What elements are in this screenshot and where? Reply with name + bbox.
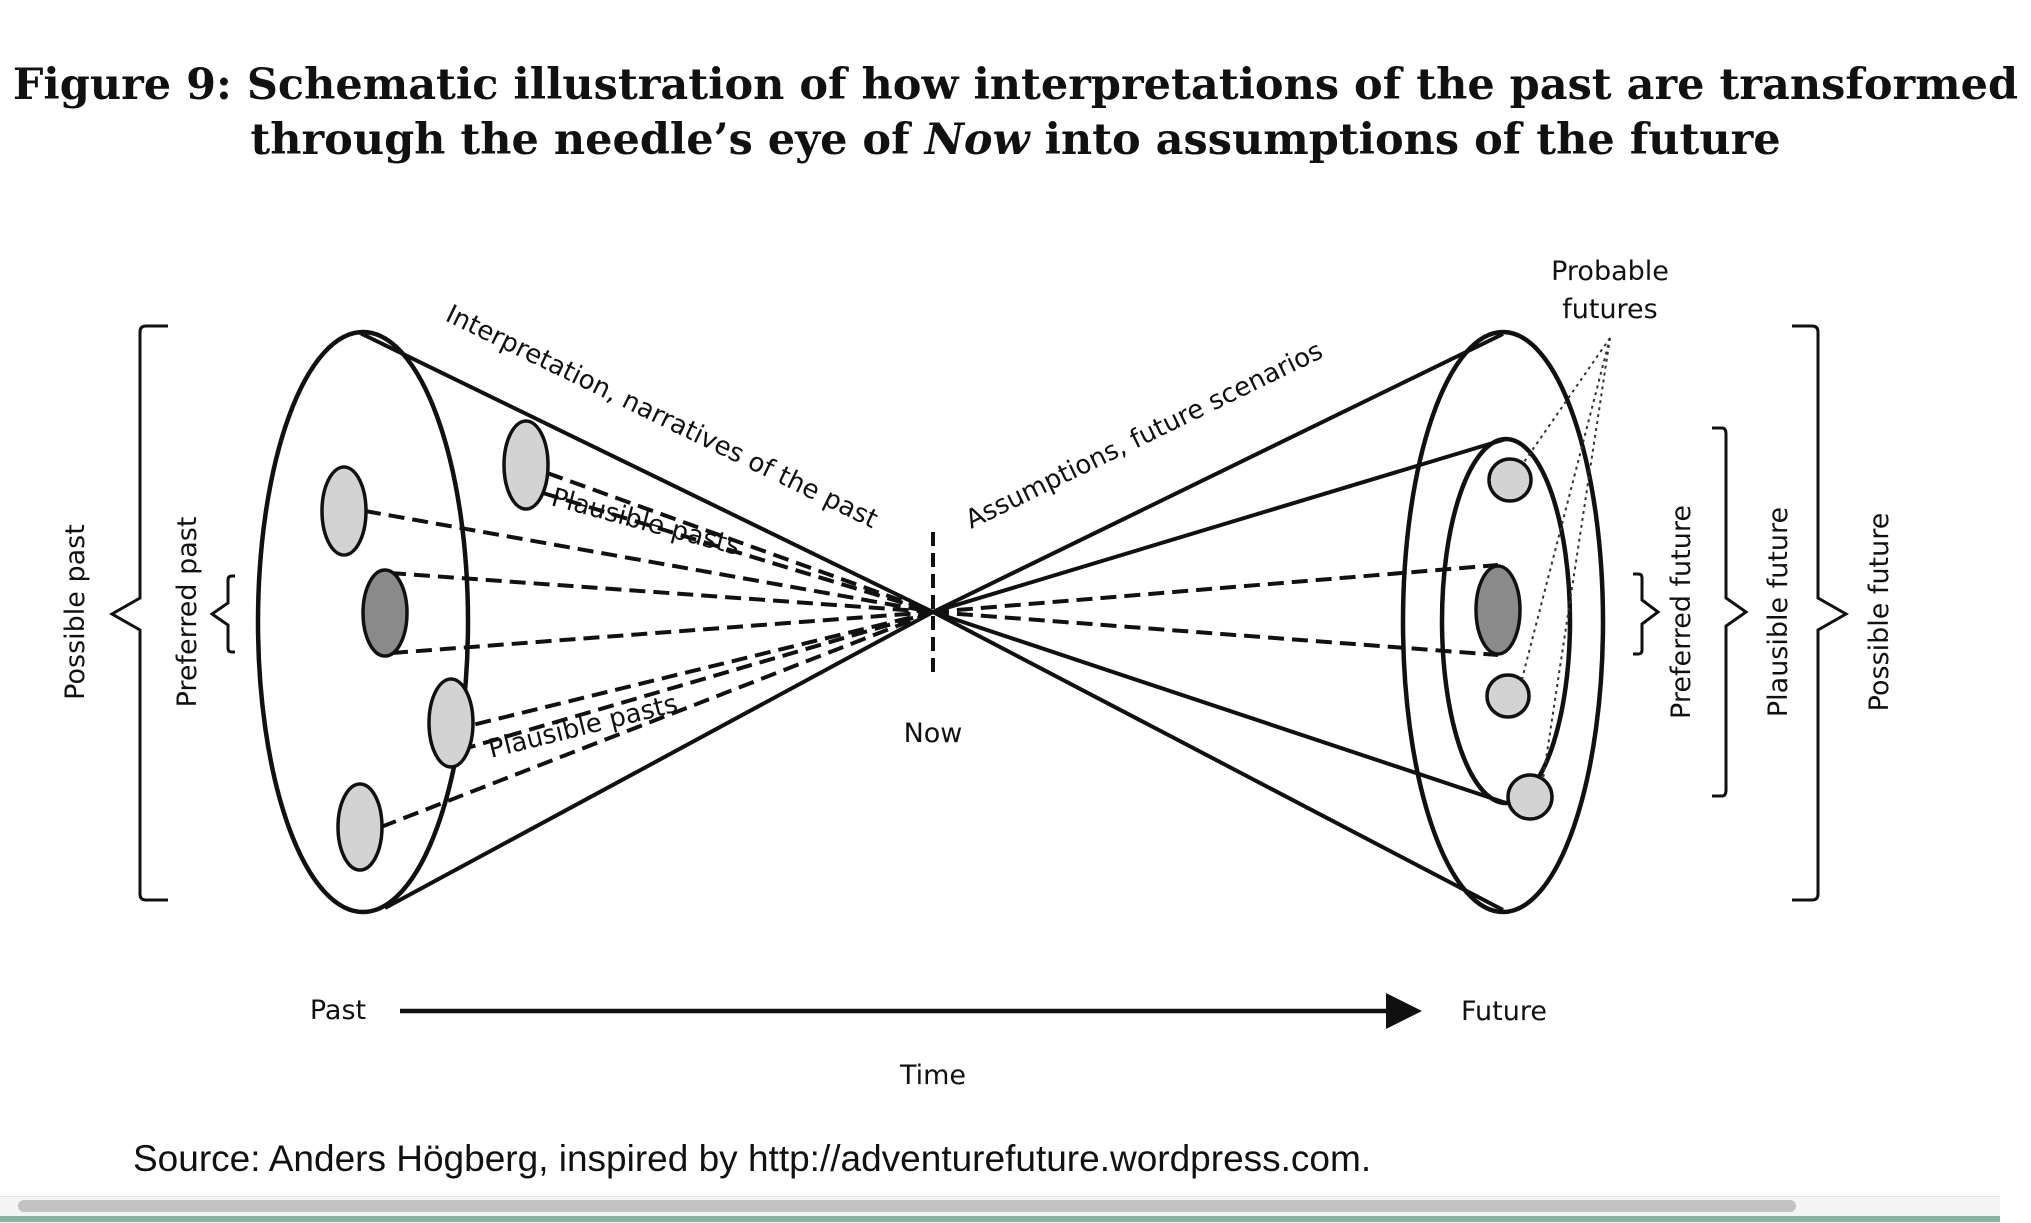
- past-ellipses: [320, 419, 550, 872]
- label-plausible-pasts-lower: Plausible pasts: [485, 689, 680, 765]
- preferred-past-bracket: [209, 574, 235, 654]
- label-plausible-pasts-upper: Plausible pasts: [548, 483, 743, 562]
- past-cone-top-edge: [359, 331, 934, 614]
- plausible-future-bracket: [1712, 426, 1749, 798]
- title-line-2: through the needle’s eye of Now into ass…: [0, 113, 2031, 168]
- past-rays: [364, 463, 934, 829]
- past-cone-base: [255, 329, 471, 915]
- preferred-future-bracket: [1633, 572, 1661, 656]
- label-possible-past: Possible past: [60, 524, 91, 700]
- probable-futures-pointers: [1521, 337, 1611, 780]
- future-probable-middle: [1485, 673, 1531, 719]
- past-ellipse-preferred: [361, 568, 409, 658]
- figure-title: Figure 9: Schematic illustration of how …: [0, 58, 2031, 168]
- future-cone-top-edge: [932, 332, 1504, 614]
- past-ellipse-upper-outer: [320, 465, 368, 557]
- past-cone-bottom-edge: [384, 610, 934, 910]
- future-cone-outer: [1400, 329, 1606, 915]
- scrollbar-thumb[interactable]: [18, 1200, 1796, 1212]
- bottom-border-strip: [0, 1216, 2000, 1222]
- past-cone: [255, 329, 934, 915]
- label-probable-futures-line1: Probable: [1551, 256, 1669, 287]
- label-preferred-future: Preferred future: [1666, 505, 1697, 719]
- label-preferred-past: Preferred past: [172, 517, 203, 708]
- possible-future-bracket: [1792, 324, 1850, 902]
- label-future: Future: [1461, 996, 1547, 1027]
- title-line-2-end: into assumptions of the future: [1029, 115, 1781, 165]
- future-cone: [932, 329, 1606, 915]
- title-now-italic: Now: [924, 115, 1030, 165]
- future-ellipses: [1474, 457, 1554, 821]
- future-inner-top-edge: [932, 437, 1507, 614]
- future-cone-bottom-edge: [932, 610, 1504, 912]
- title-line-2-start: through the needle’s eye of: [250, 115, 925, 165]
- future-ellipse-preferred: [1474, 564, 1522, 656]
- label-probable-futures-line2: futures: [1562, 294, 1658, 325]
- label-interpretation: Interpretation, narratives of the past: [441, 299, 882, 535]
- label-now: Now: [904, 718, 963, 749]
- label-assumptions: Assumptions, future scenarios: [961, 336, 1328, 535]
- title-line-1: Figure 9: Schematic illustration of how …: [12, 60, 2019, 110]
- label-plausible-future: Plausible future: [1763, 507, 1794, 717]
- label-possible-future: Possible future: [1864, 513, 1895, 712]
- past-ellipse-lower-inner: [427, 677, 475, 769]
- label-past: Past: [310, 995, 366, 1026]
- future-inner-bottom-edge: [932, 610, 1507, 805]
- label-time: Time: [899, 1060, 966, 1091]
- future-probable-top: [1487, 457, 1533, 503]
- source-caption: Source: Anders Högberg, inspired by http…: [133, 1138, 1372, 1179]
- future-probable-bottom: [1506, 773, 1554, 821]
- past-ellipse-lower-outer: [336, 782, 384, 872]
- past-ellipse-upper-inner: [502, 419, 550, 511]
- possible-past-bracket: [108, 324, 168, 902]
